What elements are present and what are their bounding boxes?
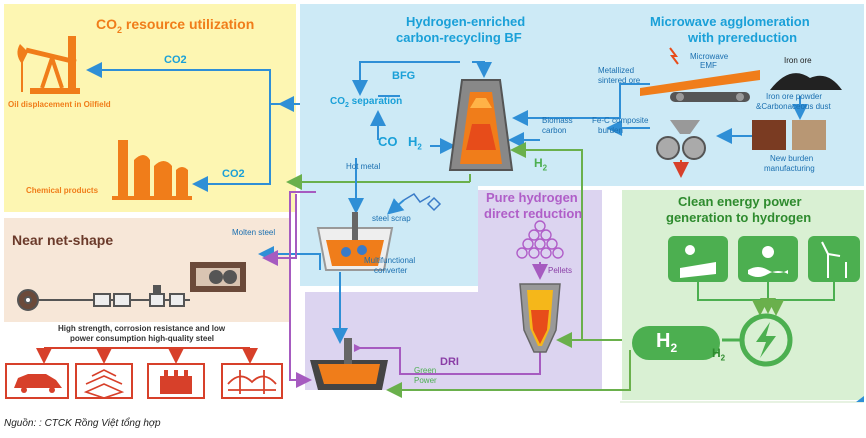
steel-stack-icon — [83, 369, 125, 399]
co2-sep-suffix: separation — [348, 96, 403, 107]
co2-panel-title: CO2 resource utilization — [96, 16, 254, 35]
rolling-mill-icon — [190, 262, 246, 292]
burden-line1: New burden — [770, 154, 814, 163]
corner-triangle — [856, 396, 864, 402]
multifunctional-line1: Multifunctional — [364, 256, 416, 265]
co2-sep-prefix: CO — [330, 96, 345, 107]
burden-sample-2 — [792, 120, 826, 150]
converter-icon — [316, 212, 394, 271]
h2-below-h: H — [712, 346, 721, 360]
h2-green-h: H — [534, 156, 543, 170]
steel-scrap-icon — [403, 193, 442, 212]
steel-scrap-label: steel scrap — [372, 214, 411, 223]
tank-sub: 2 — [670, 341, 678, 355]
car-icon — [14, 374, 62, 393]
emf-line1: Microwave — [690, 52, 729, 61]
bridge-product-box — [221, 363, 283, 399]
co2-title-sub: 2 — [117, 24, 123, 35]
clean-title-line1: Clean energy power — [678, 194, 802, 209]
powder-line2: &Carbonaceous dust — [756, 102, 831, 111]
oil-displacement-label: Oil displacement in Oilfield — [8, 100, 111, 109]
factory-icon — [112, 140, 192, 200]
bfg-label: BFG — [392, 70, 416, 82]
pellets-label: Pellets — [548, 266, 573, 275]
bridge-icon — [227, 370, 277, 394]
metallized-line2: sintered ore — [598, 76, 641, 85]
powder-line1: Iron ore powder — [766, 92, 823, 101]
sun-icon — [748, 246, 788, 277]
iron-ore-icon — [770, 73, 842, 90]
microwave-belt-icon — [640, 47, 760, 102]
co2-top-label: CO2 — [164, 54, 187, 66]
multifunctional-line2: converter — [374, 266, 408, 275]
hydrogen-tank — [632, 326, 720, 360]
h2-below-label: H2 — [712, 346, 725, 362]
source-note: Nguồn: : CTCK Rồng Việt tổng hợp — [4, 418, 161, 429]
biomass-line2: carbon — [542, 126, 567, 135]
shaft-furnace-icon — [519, 283, 561, 353]
tank-h: H — [656, 330, 671, 352]
car-product-box — [5, 363, 69, 399]
co2-bottom-label: CO2 — [222, 168, 245, 180]
pellets-icon — [516, 220, 564, 259]
co2-separation-label: CO2 separation — [330, 96, 402, 109]
green-power-line2: Power — [414, 376, 437, 385]
power-icon — [739, 313, 793, 367]
steel-desc-line1: High strength, corrosion resistance and … — [58, 324, 226, 333]
transformer-product-box — [147, 363, 205, 399]
molten-steel-label: Molten steel — [232, 228, 276, 237]
solar-panel-icon — [680, 245, 716, 278]
blast-furnace-icon — [448, 79, 514, 171]
pure-h2-title-line2: direct reduction — [484, 206, 583, 221]
roller-press-icon — [656, 120, 706, 178]
microwave-title-line2: with prereduction — [688, 30, 798, 45]
clean-title-line2: generation to hydrogen — [666, 210, 812, 225]
co2-sep-sub: 2 — [345, 102, 349, 109]
bf-title-line1: Hydrogen-enriched — [406, 14, 526, 29]
wind-turbine-icon — [821, 241, 847, 278]
burden-sample-1 — [752, 120, 786, 150]
steel-desc-line2: power consumption high-quality steel — [70, 334, 215, 343]
solar-thermal-box — [738, 236, 798, 282]
casting-line-icon — [17, 285, 190, 311]
fec-line2: burden — [598, 126, 623, 135]
transformer-icon — [160, 370, 192, 394]
steel-stack-product-box — [75, 363, 133, 399]
clean-energy-panel — [622, 190, 864, 400]
co2-title-prefix: CO — [96, 16, 117, 32]
h2-bf-h: H — [408, 134, 418, 149]
iron-ore-label: Iron ore — [784, 56, 812, 65]
pure-h2-title-line1: Pure hydrogen — [486, 190, 578, 205]
h2-green-sub: 2 — [542, 163, 548, 173]
metallized-line1: Metallized — [598, 66, 635, 75]
burden-line2: manufacturing — [764, 164, 815, 173]
co2-title-suffix: resource utilization — [122, 16, 255, 32]
microwave-title-line1: Microwave agglomeration — [650, 14, 810, 29]
tank-h2-label: H2 — [656, 330, 677, 355]
h2-below-sub: 2 — [720, 353, 726, 363]
electric-furnace-icon — [310, 338, 388, 390]
fec-line1: Fe-C composite — [592, 116, 649, 125]
oil-pump-icon — [17, 36, 80, 94]
emf-line2: EMF — [700, 61, 717, 70]
h2-bf-label: H2 — [408, 134, 422, 152]
chemical-products-label: Chemical products — [26, 186, 99, 195]
green-power-line1: Green — [414, 366, 437, 375]
dri-label: DRI — [440, 356, 459, 368]
near-net-title: Near net-shape — [12, 232, 114, 248]
h2-green-label: H2 — [534, 156, 547, 172]
biomass-line1: Biomass — [542, 116, 573, 125]
bf-title-line2: carbon-recycling BF — [396, 30, 522, 45]
co-label: CO — [378, 134, 398, 149]
h2-bf-sub: 2 — [417, 142, 422, 152]
hot-metal-label: Hot metal — [346, 162, 381, 171]
wind-turbine-box — [808, 236, 860, 282]
